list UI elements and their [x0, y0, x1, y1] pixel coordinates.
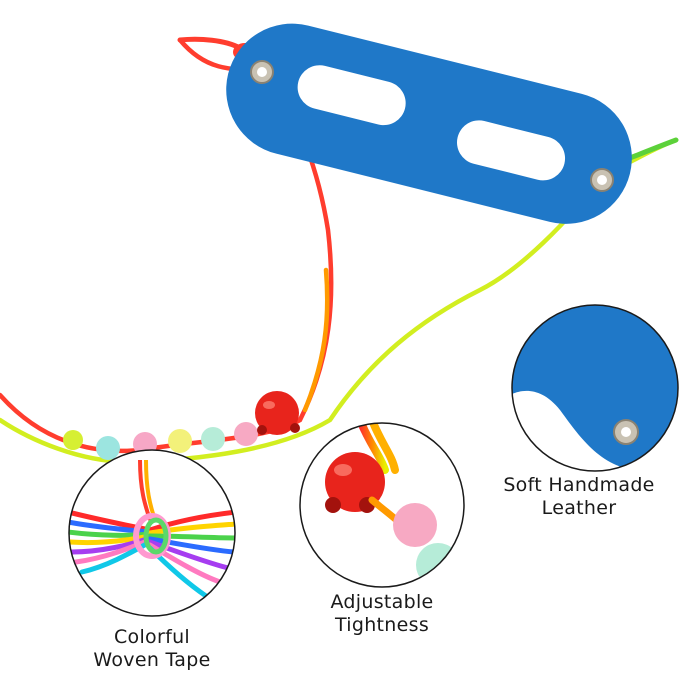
- eyelet-right: [590, 168, 614, 192]
- caption-line: Colorful: [113, 626, 190, 648]
- caption-line: Soft Handmade: [503, 474, 655, 496]
- adjustable-inset: [299, 422, 465, 588]
- eye-slot-right: [457, 120, 566, 181]
- caption-line: Woven Tape: [93, 649, 211, 671]
- adjust-bead: [255, 391, 300, 435]
- caption-colorful-woven-tape: Colorful Woven Tape: [52, 626, 252, 672]
- woven-tape-inset: [68, 449, 236, 617]
- caption-line: Adjustable: [330, 591, 434, 613]
- leather-mask: [226, 23, 632, 224]
- leather-inset: [511, 304, 679, 472]
- orange-cord: [302, 267, 330, 413]
- caption-line: Leather: [541, 497, 617, 519]
- eyelet-left: [250, 60, 274, 84]
- caption-adjustable-tightness: Adjustable Tightness: [282, 591, 482, 637]
- caption-soft-handmade-leather: Soft Handmade Leather: [484, 474, 674, 520]
- bead-strand: [63, 422, 258, 460]
- eye-slot-left: [297, 65, 406, 126]
- caption-line: Tightness: [334, 614, 430, 636]
